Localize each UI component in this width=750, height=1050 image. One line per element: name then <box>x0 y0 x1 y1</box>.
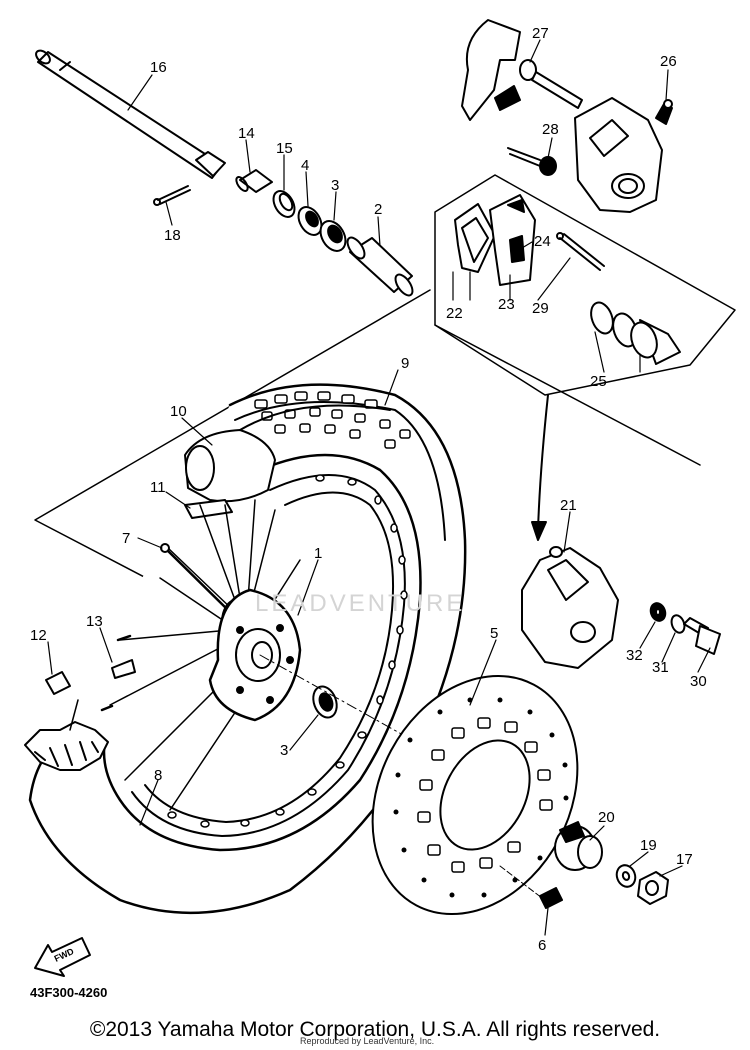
caliper-body <box>574 97 663 213</box>
callout-8: 8 <box>154 767 162 784</box>
callout-1: 1 <box>314 545 322 562</box>
nipple-part-12 <box>45 671 71 695</box>
caliper-bracket-part-27 <box>461 19 583 121</box>
leader-lines <box>47 39 711 936</box>
tire-cross-section <box>24 699 109 771</box>
bearing-part-3-upper <box>319 220 347 252</box>
callout-23: 23 <box>498 296 515 313</box>
callout-3a: 3 <box>331 177 339 194</box>
callout-7: 7 <box>122 530 130 547</box>
callout-29: 29 <box>532 300 549 317</box>
washer-part-32 <box>649 602 667 622</box>
washer-part-31 <box>670 614 686 634</box>
callouts: 16 14 15 4 3 2 18 27 26 28 24 23 22 29 2… <box>30 25 707 954</box>
spoke-set-part-13 <box>100 634 136 712</box>
callout-25: 25 <box>590 373 607 390</box>
bolt-part-30 <box>683 617 721 655</box>
watermark-text: Reproduced by LeadVenture, Inc. <box>300 1036 435 1046</box>
callout-26: 26 <box>660 53 677 70</box>
meter-gear-part-20 <box>554 821 603 871</box>
callout-11: 11 <box>150 479 166 496</box>
callout-15: 15 <box>276 140 293 157</box>
callout-10: 10 <box>170 403 187 420</box>
callout-22: 22 <box>446 305 463 322</box>
callout-27: 27 <box>532 25 549 42</box>
callout-12: 12 <box>30 627 47 644</box>
callout-18: 18 <box>164 227 181 244</box>
callout-24: 24 <box>534 233 551 250</box>
callout-31: 31 <box>652 659 669 676</box>
rim-band-part-11 <box>184 499 233 519</box>
oil-seal-part-15 <box>272 190 296 218</box>
spokes <box>109 499 301 811</box>
callout-20: 20 <box>598 809 615 826</box>
piston-seal-kit-part-25 <box>590 301 681 365</box>
callout-3b: 3 <box>280 742 288 759</box>
hub-collar-part-14 <box>235 169 273 193</box>
callout-5: 5 <box>490 625 498 642</box>
disc-bolt-part-6 <box>499 865 563 909</box>
callout-21: 21 <box>560 497 577 514</box>
washer-part-19 <box>615 864 637 888</box>
callout-32: 32 <box>626 647 643 664</box>
rim-part-8 <box>102 453 422 852</box>
callout-9: 9 <box>401 355 409 372</box>
hub-part-1 <box>208 588 302 722</box>
pad-spring-part-24 <box>509 235 525 263</box>
spacer-part-2 <box>346 236 414 297</box>
callout-13: 13 <box>86 613 103 630</box>
callout-4: 4 <box>301 157 309 174</box>
axle-nut-part-17 <box>637 871 669 905</box>
diagram-part-code: 43F300-4260 <box>30 985 108 1000</box>
assembly-arrow <box>537 394 549 531</box>
bearing-part-4 <box>297 206 323 236</box>
copyright-notice: ©2013 Yamaha Motor Corporation, U.S.A. A… <box>89 1018 661 1041</box>
tube-part-10 <box>184 404 391 503</box>
callout-6: 6 <box>538 937 546 954</box>
pad-pin-part-29 <box>556 232 605 271</box>
watermark-logo: LEADVENTURE <box>255 590 466 617</box>
callout-16: 16 <box>150 59 167 76</box>
caliper-assembly-part-21 <box>521 546 619 669</box>
bleed-screw-part-26 <box>655 99 673 125</box>
callout-28: 28 <box>542 121 559 138</box>
callout-19: 19 <box>640 837 657 854</box>
axle-part-16 <box>35 49 226 179</box>
pad-kit-bracket-line <box>434 324 701 466</box>
assembly-arrow-head <box>531 521 547 541</box>
callout-2: 2 <box>374 201 382 218</box>
fwd-arrow-badge: FWD <box>34 937 91 977</box>
cotter-pin-part-18 <box>153 185 191 206</box>
brake-pad-part-22 <box>454 203 496 273</box>
brake-disc-part-5 <box>371 674 579 916</box>
callout-14: 14 <box>238 125 255 142</box>
callout-17: 17 <box>676 851 693 868</box>
callout-30: 30 <box>690 673 707 690</box>
spoke-set-part-7 <box>160 543 232 614</box>
